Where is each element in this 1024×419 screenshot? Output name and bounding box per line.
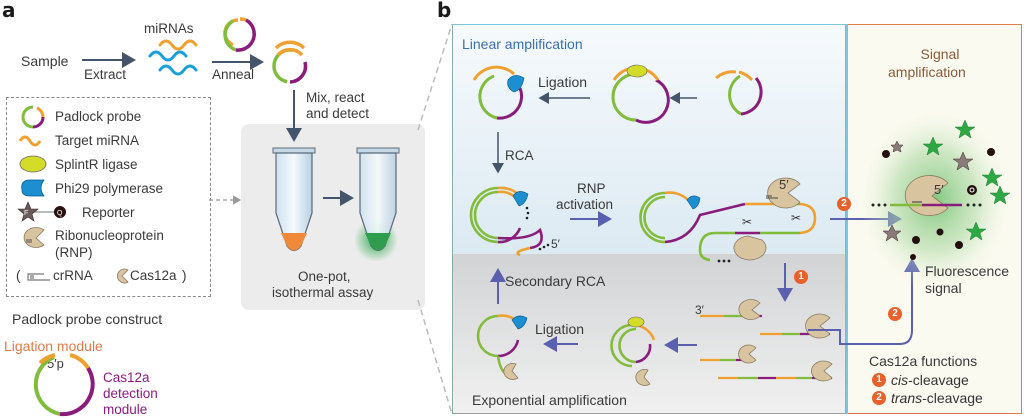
quencher-ring	[969, 187, 975, 193]
legend-crrna-label: crRNA	[53, 268, 93, 283]
linear-probe-polymerase-icon	[472, 65, 525, 120]
fluorescence-label-1: Fluorescence	[925, 263, 1010, 279]
five-prime-signal-label: 5′	[934, 182, 944, 197]
rca-label: RCA	[505, 148, 534, 163]
scissors-icon-2: ✂	[791, 211, 801, 225]
legend-crrna-icon	[27, 273, 50, 281]
linear-amplification-title: Linear amplification	[462, 36, 583, 52]
tube-after-icon	[354, 147, 400, 262]
three-prime-label: 3′	[695, 303, 704, 317]
detection-module-label-1: Cas12a	[103, 370, 150, 385]
secondary-rca-label: Secondary RCA	[505, 273, 606, 289]
fluorophore-stars-quenched	[882, 140, 974, 242]
function-row-cis: 1 cis-cleavage	[872, 372, 969, 388]
cas12a-functions-title: Cas12a functions	[869, 353, 978, 369]
legend-paren-open: (	[16, 268, 21, 283]
detection-module-label-2: detection	[103, 386, 158, 401]
reporter-quenchers	[882, 148, 995, 260]
badge-cis: 1	[794, 270, 808, 284]
legend-mirna-icon	[18, 135, 42, 147]
reporter-f-letter: F	[24, 210, 29, 217]
badge-2-icon: 2	[872, 391, 886, 405]
anneal-label: Anneal	[212, 67, 255, 82]
linear-amplification-region	[452, 24, 846, 254]
mirnas-label: miRNAs	[144, 21, 194, 36]
linear-probe-right-icon	[715, 70, 763, 116]
mirna-waves-icon	[148, 39, 198, 76]
ligation-label-bottom: Ligation	[535, 321, 585, 337]
mix-label-2: and detect	[306, 106, 370, 121]
rnp-activation-label-2: activation	[556, 197, 614, 212]
tube-before-icon	[272, 147, 316, 252]
legend-label-reporter: Reporter	[82, 205, 135, 220]
trans-cleavage-arrow-bottom	[808, 258, 920, 345]
signal-strand-dots	[871, 203, 982, 207]
legend-polymerase-icon	[21, 179, 45, 197]
ligation-label-top: Ligation	[538, 74, 588, 90]
five-prime-rnp-label: 5′	[779, 177, 789, 192]
assay-label-2: isothermal assay	[272, 285, 374, 300]
fluorophore-stars-green	[922, 119, 1011, 241]
ligation-module-label: Ligation module	[4, 338, 103, 354]
mix-label-1: Mix, react	[306, 90, 365, 105]
linear-probe-ligase-icon	[611, 64, 670, 124]
panel-b-label: b	[437, 0, 452, 22]
legend-paren-close: )	[182, 268, 187, 283]
legend-label-padlock: Padlock probe	[55, 109, 142, 124]
exponential-amplification-title: Exponential amplification	[472, 392, 627, 408]
exp-probe-left-icon	[476, 314, 528, 380]
construct-probe-icon	[33, 353, 95, 417]
rca-product-icon	[469, 186, 543, 257]
detection-module-label-3: module	[103, 402, 148, 417]
sample-label: Sample	[21, 53, 69, 69]
legend-box	[6, 97, 211, 297]
legend-cas12a-icon	[116, 268, 129, 284]
trans-italic: trans	[891, 390, 923, 406]
padlock-probe-icon	[223, 17, 256, 52]
rca-dots	[525, 206, 550, 251]
legend-cas12a-label: Cas12a	[130, 268, 177, 283]
legend-label-rnp: Ribonucleoprotein	[55, 228, 164, 243]
assay-label-1: One-pot,	[298, 269, 351, 284]
extract-label: Extract	[84, 67, 127, 82]
legend-padlock-icon	[21, 105, 45, 129]
badge-trans-bottom: 2	[888, 307, 902, 321]
rnp-bound-top-icon	[766, 177, 801, 209]
legend-label-phi29: Phi29 polymerase	[55, 181, 164, 196]
cis-italic: cis	[891, 372, 909, 388]
rnp-fragment-icons	[738, 299, 833, 382]
scissors-icon-1: ✂	[742, 215, 752, 229]
panel-a-label: a	[2, 0, 16, 22]
annealed-probe-icon	[272, 40, 308, 84]
badge-trans-top: 2	[837, 197, 851, 211]
legend-reporter-icon	[17, 201, 66, 222]
rnp-bound-bottom-icon	[733, 235, 767, 261]
rnp-activation-label-1: RNP	[577, 181, 606, 196]
construct-title: Padlock probe construct	[12, 311, 163, 327]
cis-rest: -cleavage	[908, 372, 969, 388]
legend-ligase-icon	[19, 155, 47, 173]
reporter-q-letter: Q	[57, 210, 63, 217]
legend-rnp-icon	[23, 227, 45, 248]
exp-probe-right-icon	[610, 316, 656, 386]
legend-label-splintr: SplintR ligase	[55, 157, 138, 172]
signal-amplification-title-2: amplification	[888, 64, 966, 80]
zoom-guide-lines	[417, 23, 453, 415]
signal-amplification-title-1: Signal	[920, 46, 960, 62]
fluorescence-label-2: signal	[925, 280, 962, 296]
legend-label-rnp-abbr: (RNP)	[55, 245, 93, 260]
trans-rest: -cleavage	[922, 390, 983, 406]
badge-1-icon: 1	[872, 373, 886, 387]
function-row-trans: 2 trans-cleavage	[872, 390, 983, 406]
legend-label-target-mirna: Target miRNA	[55, 133, 140, 148]
five-prime-label: 5′	[551, 237, 560, 251]
strand-end-dots	[717, 259, 731, 263]
